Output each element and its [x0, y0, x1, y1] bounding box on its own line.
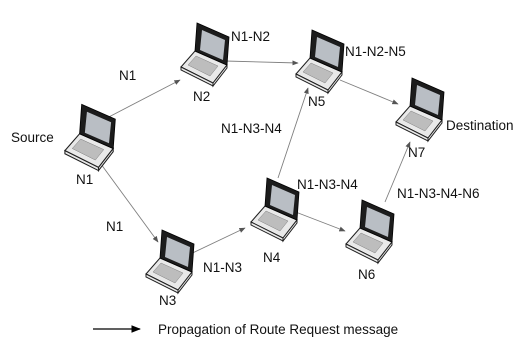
node-label-n7: N7 [408, 145, 425, 160]
node-labels: N1 Source N2 N3 N4 N5 N6 N7 Destination [11, 89, 514, 308]
nodes [64, 22, 445, 294]
edge-label-n4-n5: N1-N3-N4 [221, 121, 282, 136]
laptop-icon-n5 [295, 29, 345, 94]
node-label-n6: N6 [358, 267, 375, 282]
edge-n6-n7 [384, 141, 411, 203]
laptop-icon-n3 [145, 229, 195, 294]
edge-n2-n5 [224, 60, 299, 66]
edge-label-n2-n5: N1-N2 [231, 29, 270, 44]
node-label-n3: N3 [159, 293, 176, 308]
source-label: Source [11, 130, 54, 145]
edge-label-n6-n7: N1-N3-N4-N6 [397, 186, 480, 201]
edge-n1-n2 [102, 79, 181, 121]
node-label-n4: N4 [263, 250, 281, 265]
laptop-icon-n6 [345, 199, 395, 264]
laptop-icon-n2 [180, 22, 230, 87]
laptop-icon-n1 [64, 103, 116, 172]
laptop-icon-n7 [395, 77, 445, 142]
edge-label-n3-n4: N1-N3 [203, 260, 242, 275]
node-label-n1: N1 [76, 172, 93, 187]
edge-label-n1-n3: N1 [106, 219, 123, 234]
node-label-n2: N2 [193, 89, 210, 104]
legend-text: Propagation of Route Request message [158, 322, 398, 337]
edge-n4-n5 [277, 87, 309, 179]
destination-label: Destination [446, 118, 514, 133]
edge-n1-n3 [97, 159, 159, 243]
edge-labels: N1 N1 N1-N2 N1-N3 N1-N3-N4 N1-N3-N4 N1-N… [106, 29, 480, 275]
edge-label-n5-n7: N1-N2-N5 [345, 44, 406, 59]
edge-label-n1-n2: N1 [119, 68, 136, 83]
node-label-n5: N5 [308, 94, 325, 109]
edge-n5-n7 [339, 79, 399, 105]
edge-label-n4-n6: N1-N3-N4 [297, 177, 358, 192]
legend: Propagation of Route Request message [93, 322, 398, 337]
edge-n4-n6 [292, 210, 346, 232]
laptop-icon-n4 [250, 177, 300, 242]
